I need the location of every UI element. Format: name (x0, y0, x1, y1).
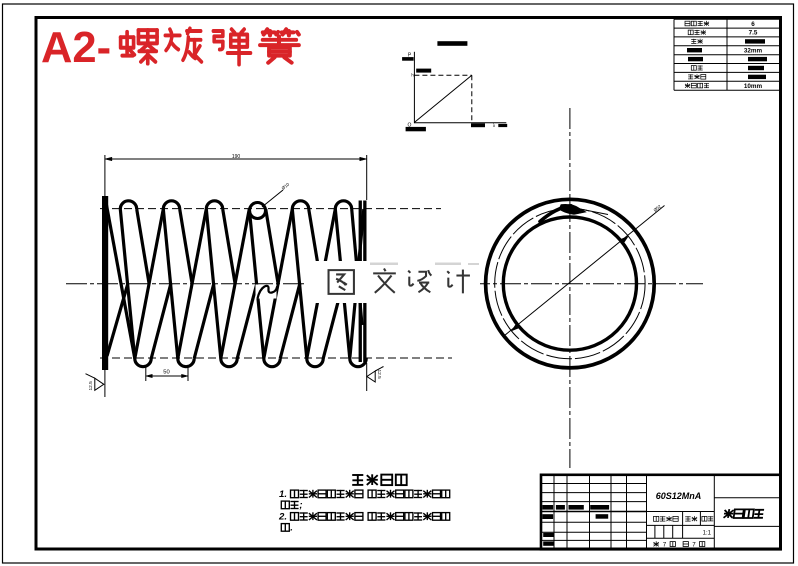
svg-text:Ø52: Ø52 (652, 203, 662, 212)
svg-text:12.5: 12.5 (88, 381, 94, 391)
svg-text:50: 50 (163, 370, 169, 376)
svg-text:2.: 2. (278, 512, 287, 523)
svg-text:7: 7 (692, 542, 696, 549)
svg-text:P: P (408, 53, 412, 59)
svg-text:.: . (290, 523, 293, 534)
svg-text:h: h (411, 73, 414, 78)
svg-text:A2-: A2- (41, 24, 111, 72)
svg-text:O: O (408, 123, 412, 129)
svg-text:7: 7 (663, 542, 667, 549)
svg-text:1:1: 1:1 (703, 531, 712, 537)
svg-text:190: 190 (232, 154, 241, 160)
svg-text:;: ; (299, 500, 302, 511)
svg-text:Ø10: Ø10 (281, 181, 291, 190)
svg-text:10mm: 10mm (744, 83, 763, 90)
svg-text:λ: λ (493, 123, 496, 128)
svg-text:6: 6 (751, 21, 755, 28)
svg-text:7.5: 7.5 (749, 30, 758, 37)
svg-text:32mm: 32mm (744, 47, 763, 54)
svg-text:12.5: 12.5 (376, 370, 382, 380)
svg-text:60S12MnA: 60S12MnA (656, 491, 702, 501)
svg-text:1.: 1. (279, 489, 287, 500)
